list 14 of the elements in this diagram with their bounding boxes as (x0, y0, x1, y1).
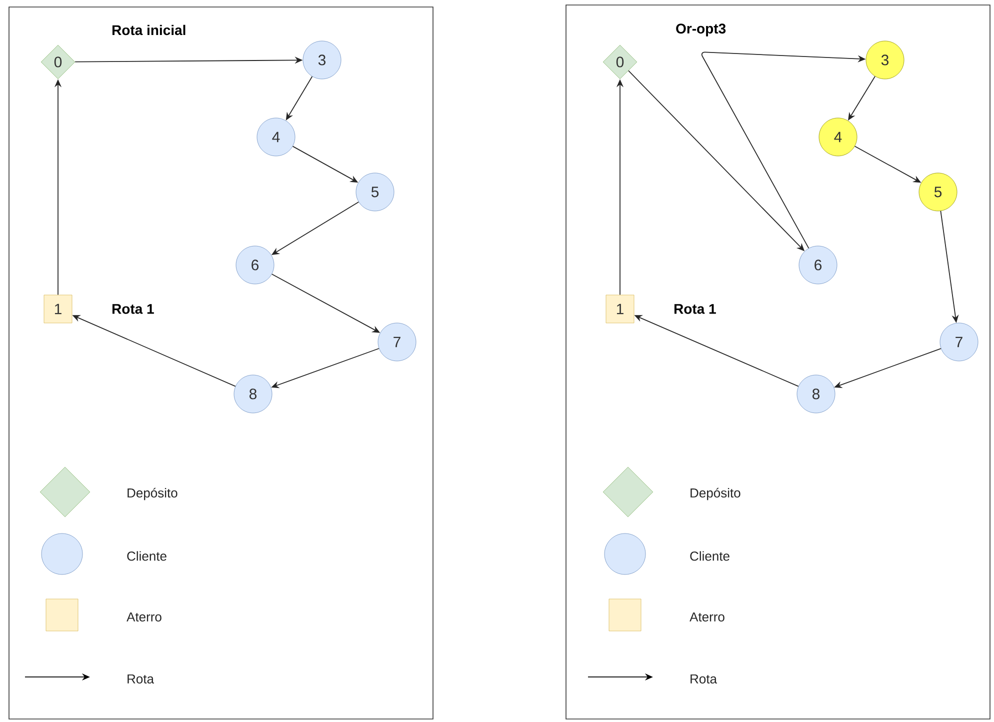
legend-label: Rota (690, 674, 717, 684)
legend-label: Aterro (126, 612, 162, 622)
landfill-square: 1 (44, 294, 72, 324)
legend-label: Depósito (690, 488, 740, 500)
landfill-square: 1 (606, 294, 634, 324)
legend-label: Cliente (127, 551, 166, 561)
legend-label: Rota (128, 674, 154, 684)
panel-heading: Or-opt3 (676, 24, 726, 36)
route-label: Rota 1 (112, 304, 154, 314)
legend-label: Cliente (690, 551, 730, 561)
legend-label: Aterro (690, 612, 724, 622)
route-label: Rota 1 (674, 304, 716, 314)
legend-label: Depósito (128, 488, 178, 500)
panel-heading: Rota inicial (112, 24, 186, 36)
